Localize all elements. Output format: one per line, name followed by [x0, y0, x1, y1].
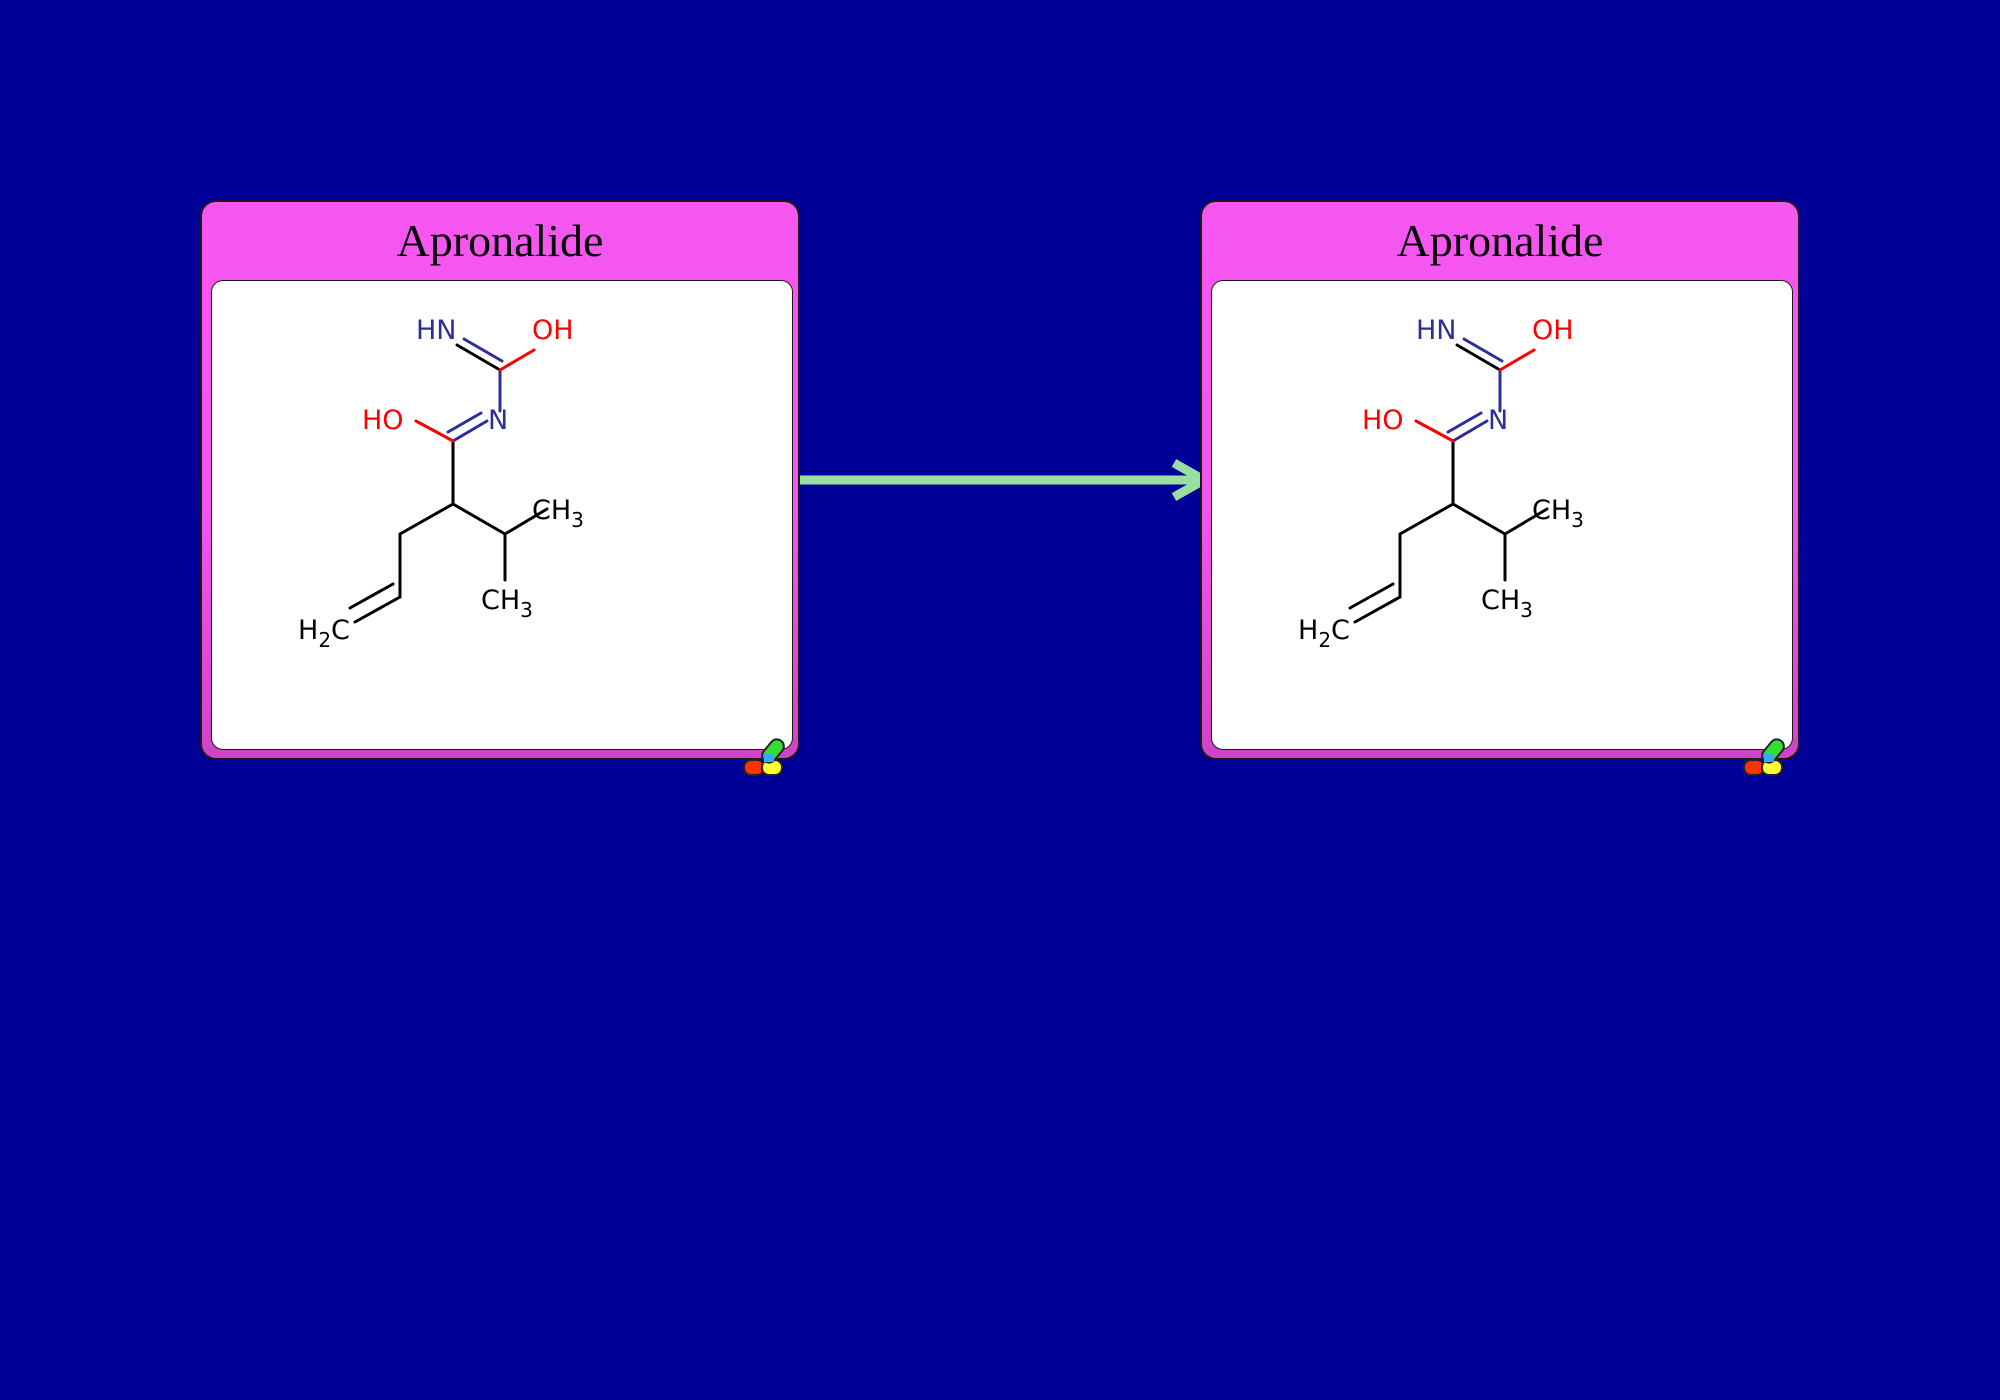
node-title: Apronalide: [396, 215, 604, 266]
svg-text:CH3: CH3: [1481, 585, 1533, 622]
svg-text:CH3: CH3: [481, 585, 533, 622]
atom-subscript: 2: [1318, 628, 1331, 652]
atom-label: H: [298, 615, 318, 646]
bond: [1498, 348, 1536, 372]
atom-label: OH: [1532, 315, 1574, 346]
svg-text:CH3: CH3: [532, 495, 584, 532]
svg-text:CH3: CH3: [1532, 495, 1584, 532]
bond: [414, 419, 455, 443]
atom-label: HN: [1416, 315, 1457, 346]
bond: [398, 502, 455, 536]
bond: [462, 337, 504, 363]
atom-label: C: [1331, 615, 1350, 646]
bond: [1348, 582, 1395, 610]
structure-panel: HN OH HO N CH3 CH3 H2C: [1211, 280, 1793, 750]
atom-label: OH: [532, 315, 574, 346]
bond: [451, 502, 507, 536]
structure-panel: HN OH HO N CH3 CH3 H2C: [211, 280, 793, 750]
atom-label: C: [331, 615, 350, 646]
molecule-node-right[interactable]: Apronalide HN: [1200, 200, 1800, 760]
svg-text:H2C: H2C: [298, 615, 350, 652]
atom-label: HN: [416, 315, 457, 346]
bond: [455, 343, 502, 372]
atom-label: CH: [1532, 495, 1571, 526]
bond: [498, 348, 536, 372]
svg-text:H2C: H2C: [1298, 615, 1350, 652]
atom-label: H: [1298, 615, 1318, 646]
atom-label: N: [488, 405, 508, 436]
atom-subscript: 3: [571, 508, 584, 532]
bond: [1455, 343, 1502, 372]
atom-label: N: [1488, 405, 1508, 436]
reaction-arrow: [800, 459, 1214, 501]
bond: [1451, 419, 1489, 443]
atom-subscript: 3: [1520, 598, 1533, 622]
atom-label: HO: [1362, 405, 1404, 436]
atom-subscript: 2: [318, 628, 331, 652]
atom-label: HO: [362, 405, 404, 436]
bond: [1414, 419, 1455, 443]
atom-subscript: 3: [1571, 508, 1584, 532]
molecule-node-left[interactable]: Apronalide HN: [200, 200, 800, 760]
molecule-structure: HN OH HO N CH3 CH3 H2C: [298, 315, 584, 652]
atom-label: CH: [481, 585, 520, 616]
bond: [446, 411, 483, 434]
bond: [353, 595, 402, 624]
bond: [451, 419, 489, 443]
bond: [1353, 595, 1402, 624]
pill-icon: [743, 738, 785, 776]
bond: [1451, 502, 1507, 536]
bond: [503, 507, 549, 536]
atom-label: CH: [1481, 585, 1520, 616]
molecule-structure: HN OH HO N CH3 CH3 H2C: [1298, 315, 1584, 652]
bond: [1398, 502, 1455, 536]
bond: [1503, 507, 1549, 536]
atom-label: CH: [532, 495, 571, 526]
bond: [348, 582, 395, 610]
atom-subscript: 3: [520, 598, 533, 622]
bond: [1446, 411, 1483, 434]
bond: [1462, 337, 1504, 363]
pill-icon: [1743, 738, 1785, 776]
node-title: Apronalide: [1396, 215, 1604, 266]
